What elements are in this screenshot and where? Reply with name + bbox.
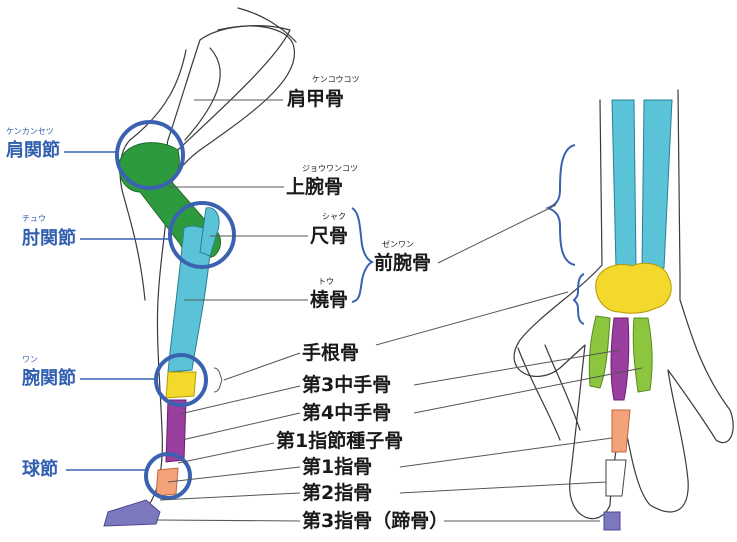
- carpal-leader-left: [224, 353, 300, 380]
- hand-metacarpal4-bone: [633, 318, 652, 392]
- carpal-label: 手根骨: [302, 342, 359, 364]
- carpal-leader-right: [376, 292, 568, 345]
- ulna-label: 尺骨: [310, 225, 348, 247]
- sesamoid-leader: [178, 443, 274, 463]
- carpal-bones: [166, 372, 196, 398]
- forearm-label: 前腕骨: [374, 252, 431, 274]
- phalanx1-label: 第1指骨: [302, 456, 372, 478]
- hand-radius-bone: [612, 100, 636, 268]
- carpal-brace: [214, 368, 222, 392]
- forearm-leader: [438, 205, 556, 263]
- metacarpal3-label: 第3中手骨: [302, 374, 391, 396]
- hand-phalanx2-bone: [606, 460, 626, 496]
- phalanx3-label: 第3指骨（蹄骨）: [302, 510, 448, 532]
- carpus-joint-ruby: ワン: [22, 355, 38, 364]
- hand-carpal-brace: [574, 274, 584, 324]
- scapula-outline: [167, 26, 290, 152]
- humerus-label: 上腕骨: [286, 176, 343, 198]
- phalanx1-bone: [156, 468, 178, 496]
- thumb-outline: [518, 345, 580, 440]
- phalanx3-bone: [104, 500, 160, 526]
- radius-ruby: トウ: [318, 277, 334, 286]
- phalanx2-label: 第2指骨: [302, 482, 372, 504]
- shoulder-joint-label: 肩関節: [6, 140, 60, 162]
- elbow-joint-ruby: チュウ: [22, 214, 46, 223]
- radius-label: 橈骨: [310, 289, 348, 311]
- hand-forearm-brace: [548, 145, 575, 265]
- hand-phalanx1-bone: [612, 410, 630, 452]
- sesamoid-label: 第1指節種子骨: [276, 430, 403, 452]
- phalanx1-leader-right: [400, 438, 612, 467]
- phalanx2-leader-right: [400, 482, 606, 493]
- scapula-ruby: ケンコウコツ: [312, 75, 359, 84]
- ulna-ruby: シャク: [322, 212, 346, 221]
- elbow-joint-label: 肘関節: [22, 228, 76, 250]
- hand-metacarpal3-bone: [611, 318, 629, 400]
- carpus-joint-label: 腕関節: [22, 368, 76, 390]
- forearm-brace: [352, 208, 372, 302]
- scapula-label: 肩甲骨: [287, 88, 344, 110]
- phalanx3-leader-left: [156, 520, 300, 521]
- hand-phalanx3-bone: [604, 512, 620, 530]
- hand-ulna-bone: [642, 100, 672, 268]
- metacarpal4-label: 第4中手骨: [302, 402, 391, 424]
- forearm-ruby: ゼンワン: [382, 240, 414, 249]
- shoulder-joint-ruby: ケンカンセツ: [6, 127, 54, 136]
- fetlock-joint-label: 球節: [22, 459, 58, 481]
- humerus-ruby: ジョウワンコツ: [302, 164, 358, 173]
- hand-carpal-bones: [596, 263, 671, 313]
